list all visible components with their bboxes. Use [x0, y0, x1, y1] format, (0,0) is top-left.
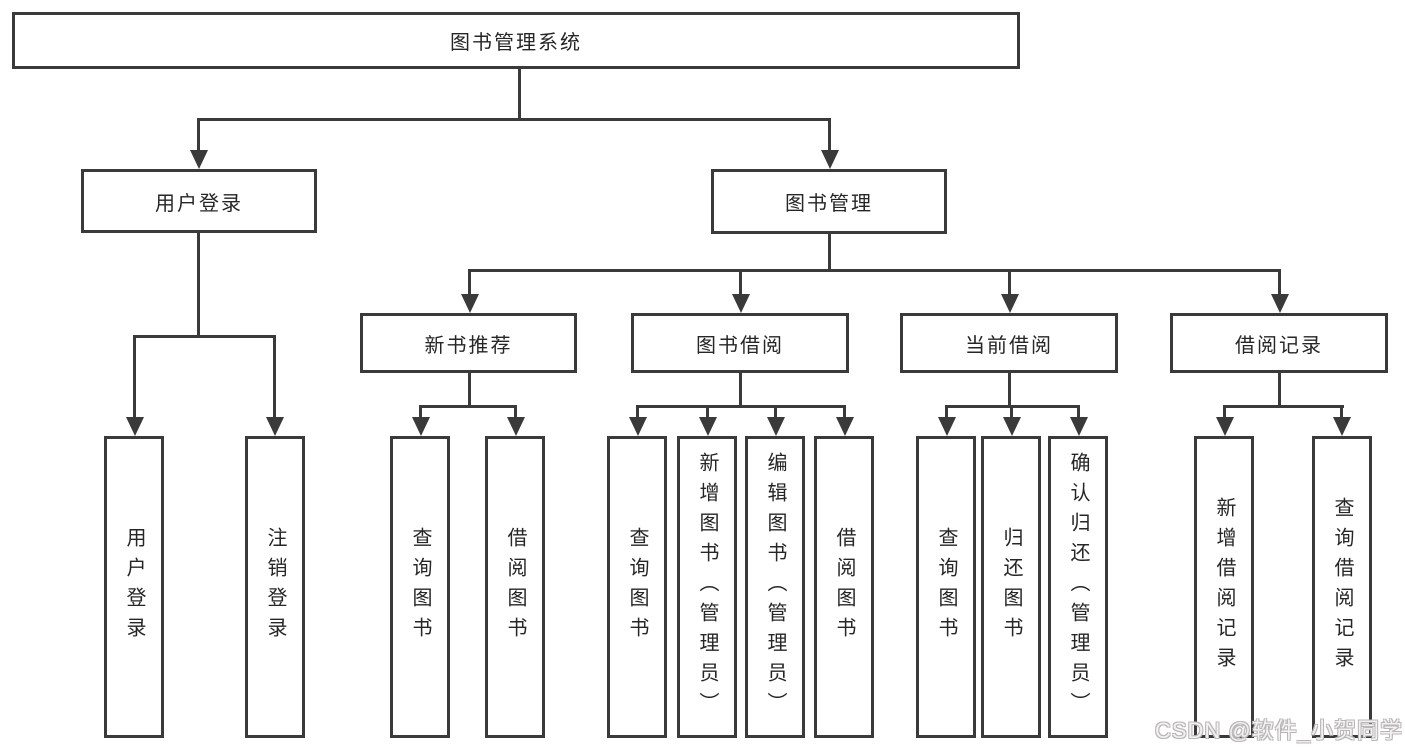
leaf-current-confirm-admin: 确认归还（管理员） — [1048, 436, 1108, 738]
leaf-user-login-label: 用户登录 — [123, 527, 145, 647]
leaf-borrow-book-label: 借阅图书 — [833, 527, 855, 647]
connector-book-management-stub — [828, 234, 831, 269]
connector-arrow-current-confirm — [1069, 405, 1088, 436]
connector-current-borrowing-stub — [1008, 373, 1011, 405]
leaf-current-confirm-admin-label: 确认归还（管理员） — [1067, 452, 1089, 722]
node-root: 图书管理系统 — [12, 12, 1020, 69]
node-book-borrowing: 图书借阅 — [631, 313, 849, 373]
connector-book-borrowing-stub — [739, 373, 742, 405]
leaf-borrow-query-label: 查询图书 — [626, 527, 648, 647]
connector-new-book-stub — [468, 373, 471, 405]
connector-arrow-new-book — [460, 269, 479, 313]
connector-arrow-newbook-borrow — [506, 405, 525, 436]
leaf-borrow-add-admin: 新增图书（管理员） — [677, 436, 737, 738]
connector-arrow-user-login — [189, 118, 208, 169]
leaf-record-query-label: 查询借阅记录 — [1331, 497, 1353, 677]
leaf-logout: 注销登录 — [245, 436, 305, 738]
leaf-current-query: 查询图书 — [916, 436, 976, 738]
connector-level3-rail — [468, 269, 1281, 272]
leaf-record-add: 新增借阅记录 — [1194, 436, 1254, 738]
connector-arrow-record-query — [1332, 405, 1351, 436]
leaf-borrow-query: 查询图书 — [607, 436, 667, 738]
connector-book-borrowing-rail — [636, 405, 846, 408]
node-book-management-label: 图书管理 — [785, 193, 873, 215]
connector-arrow-book-management — [820, 118, 839, 169]
connector-arrow-book-borrowing — [731, 269, 750, 313]
connector-arrow-borrow-query — [628, 405, 647, 436]
connector-root-stub — [518, 69, 521, 118]
leaf-borrow-edit-admin-label: 编辑图书（管理员） — [764, 452, 786, 722]
node-borrowing-records-label: 借阅记录 — [1235, 334, 1323, 357]
connector-user-login-rail — [133, 335, 276, 338]
node-borrowing-records: 借阅记录 — [1170, 313, 1388, 373]
connector-arrow-current-borrowing — [1000, 269, 1019, 313]
leaf-borrow-add-admin-label: 新增图书（管理员） — [696, 452, 718, 722]
connector-borrowing-records-rail — [1223, 405, 1344, 408]
connector-arrow-leaf-user-login — [125, 335, 144, 436]
leaf-newbook-query-label: 查询图书 — [409, 527, 431, 647]
node-new-book-recommend-label: 新书推荐 — [424, 334, 513, 357]
node-root-label: 图书管理系统 — [450, 32, 582, 54]
node-book-management: 图书管理 — [711, 169, 947, 234]
connector-new-book-rail — [419, 405, 517, 408]
leaf-borrow-edit-admin: 编辑图书（管理员） — [745, 436, 805, 738]
connector-arrow-borrow-add — [698, 405, 717, 436]
connector-arrow-record-add — [1215, 405, 1234, 436]
connector-arrow-borrow-edit — [766, 405, 785, 436]
connector-arrow-leaf-logout — [265, 335, 284, 436]
connector-level2-rail — [197, 118, 831, 121]
leaf-logout-label: 注销登录 — [264, 527, 286, 647]
leaf-user-login: 用户登录 — [104, 436, 164, 738]
node-current-borrowing: 当前借阅 — [900, 313, 1118, 373]
connector-arrow-current-query — [937, 405, 956, 436]
csdn-watermark: CSDN @软件_小贺同学 — [1154, 718, 1403, 743]
leaf-record-query: 查询借阅记录 — [1312, 436, 1372, 738]
leaf-current-query-label: 查询图书 — [935, 527, 957, 647]
leaf-record-add-label: 新增借阅记录 — [1213, 497, 1235, 677]
leaf-newbook-query: 查询图书 — [390, 436, 450, 738]
node-book-borrowing-label: 图书借阅 — [696, 334, 784, 357]
leaf-newbook-borrow-label: 借阅图书 — [504, 527, 526, 647]
node-new-book-recommend: 新书推荐 — [360, 313, 577, 373]
connector-borrowing-records-stub — [1278, 373, 1281, 405]
connector-user-login-stub — [197, 233, 200, 335]
leaf-borrow-book: 借阅图书 — [814, 436, 874, 738]
leaf-current-return-label: 归还图书 — [1000, 527, 1022, 647]
connector-arrow-borrow-book — [835, 405, 854, 436]
connector-arrow-current-return — [1002, 405, 1021, 436]
node-user-login: 用户登录 — [81, 169, 317, 233]
node-current-borrowing-label: 当前借阅 — [965, 334, 1053, 357]
leaf-current-return: 归还图书 — [981, 436, 1041, 738]
connector-arrow-newbook-query — [411, 405, 430, 436]
connector-arrow-borrowing-records — [1270, 269, 1289, 313]
node-user-login-label: 用户登录 — [155, 192, 243, 215]
leaf-newbook-borrow: 借阅图书 — [485, 436, 545, 738]
